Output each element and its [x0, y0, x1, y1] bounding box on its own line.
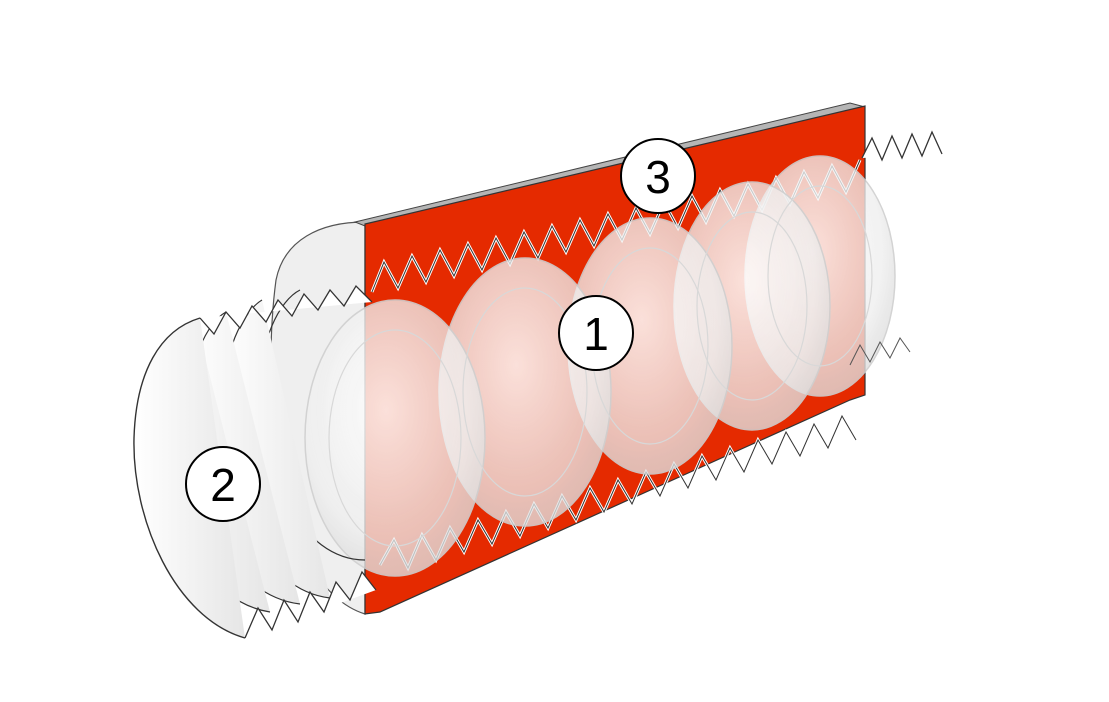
- lens-inner-ring: [462, 287, 588, 497]
- callout-2-label: 2: [210, 459, 236, 511]
- lens-inner-ring: [328, 329, 462, 547]
- lens-inner-ring: [767, 185, 873, 367]
- housing-thread-bottom-outline: [379, 414, 857, 570]
- lens-inner-ring: [696, 211, 808, 401]
- lens: [304, 299, 486, 577]
- thread-right-protrusion: [861, 130, 943, 162]
- callout-3-label: 3: [645, 151, 671, 203]
- callout-1: 1: [558, 295, 634, 371]
- thread-right-lower: [849, 337, 911, 366]
- thread-coil-teeth-top: [199, 284, 373, 336]
- lens-stack: [304, 155, 896, 577]
- callout-1-label: 1: [583, 308, 609, 360]
- thread-coil-teeth-bottom: [244, 570, 377, 639]
- callout-3: 3: [620, 138, 696, 214]
- callout-2: 2: [185, 446, 261, 522]
